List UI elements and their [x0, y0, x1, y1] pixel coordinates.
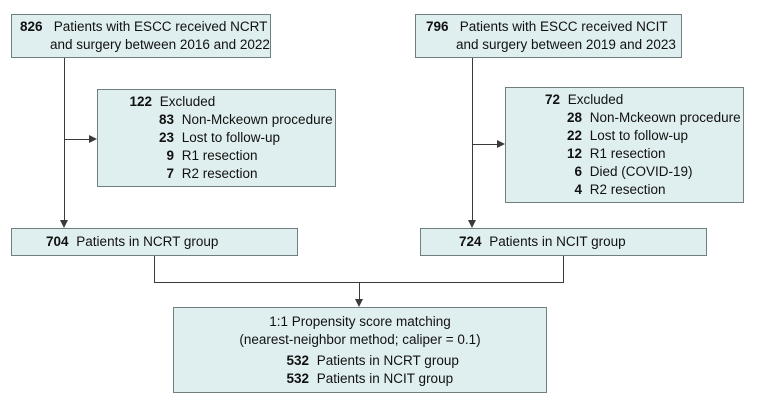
- ncit-arrow-down: [468, 220, 476, 228]
- ncrt-arrow-down: [60, 220, 68, 228]
- matching-arrow-down: [355, 299, 363, 307]
- ncit-main-connector: [472, 58, 473, 220]
- ncrt-group-label: Patients in NCRT group: [76, 234, 219, 249]
- ncit-excl-count-2: 22: [566, 128, 582, 143]
- ncit-source-box: 796 Patients with ESCC received NCIT and…: [415, 14, 682, 58]
- ncrt-source-box: 826 Patients with ESCC received NCRT and…: [11, 14, 271, 58]
- ncrt-excluded-label: Excluded: [159, 94, 216, 109]
- ncrt-excl-label-3: R1 resection: [181, 148, 258, 163]
- ncit-excluded-box: 72 Excluded 28 Non-Mckeown procedure 22 …: [505, 87, 744, 203]
- ncrt-excl-count-1: 83: [158, 112, 174, 127]
- ncrt-exclusion-arrow: [89, 135, 97, 143]
- ncit-exclusion-connector: [472, 144, 497, 145]
- ncrt-excl-count-4: 7: [166, 166, 174, 181]
- ncit-excl-label-4: Died (COVID-19): [589, 164, 693, 179]
- ncrt-source-count: 826: [20, 19, 43, 34]
- ncrt-source-line2: and surgery between 2016 and 2022: [50, 37, 270, 52]
- ncit-source-line2: and surgery between 2019 and 2023: [456, 37, 676, 52]
- ncit-excluded-count: 72: [544, 92, 560, 107]
- ncrt-excl-label-1: Non-Mckeown procedure: [181, 112, 333, 127]
- ncrt-excl-label-2: Lost to follow-up: [181, 130, 281, 145]
- ncit-excl-count-5: 4: [574, 182, 582, 197]
- ncrt-excluded-count: 122: [129, 94, 152, 109]
- matching-title: 1:1 Propensity score matching: [269, 314, 451, 329]
- matched-ncit-count: 532: [286, 371, 309, 386]
- ncrt-group-count: 704: [46, 234, 69, 249]
- ncit-group-box: 724 Patients in NCIT group: [420, 228, 707, 256]
- ncrt-excl-label-4: R2 resection: [181, 166, 258, 181]
- ncrt-exclusion-connector: [64, 139, 89, 140]
- ncit-source-line1: Patients with ESCC received NCIT: [459, 19, 668, 34]
- ncrt-excl-count-3: 9: [166, 148, 174, 163]
- ncit-excl-count-3: 12: [566, 146, 582, 161]
- ncit-excluded-label: Excluded: [567, 92, 624, 107]
- ncrt-source-line1: Patients with ESCC received NCRT: [53, 19, 268, 34]
- ncit-excl-count-1: 28: [566, 110, 582, 125]
- matching-subtitle: (nearest-neighbor method; caliper = 0.1): [239, 332, 481, 347]
- ncit-excl-label-5: R2 resection: [589, 182, 666, 197]
- ncit-exclusion-arrow: [497, 140, 505, 148]
- merge-stem: [359, 282, 360, 299]
- matched-ncit-label: Patients in NCIT group: [316, 371, 454, 386]
- matched-ncrt-count: 532: [286, 353, 309, 368]
- ncit-merge-drop: [563, 256, 564, 282]
- ncit-excl-count-4: 6: [574, 164, 582, 179]
- ncrt-excl-count-2: 23: [158, 130, 174, 145]
- ncit-excl-label-2: Lost to follow-up: [589, 128, 689, 143]
- ncit-excl-label-1: Non-Mckeown procedure: [589, 110, 741, 125]
- propensity-matching-box: 1:1 Propensity score matching (nearest-n…: [173, 307, 547, 393]
- ncit-source-count: 796: [426, 19, 449, 34]
- ncrt-group-box: 704 Patients in NCRT group: [11, 228, 298, 256]
- ncit-group-label: Patients in NCIT group: [489, 234, 626, 249]
- ncit-excl-label-3: R1 resection: [589, 146, 666, 161]
- ncit-group-count: 724: [459, 234, 482, 249]
- ncrt-excluded-box: 122 Excluded 83 Non-Mckeown procedure 23…: [97, 89, 336, 187]
- matched-ncrt-label: Patients in NCRT group: [316, 353, 459, 368]
- ncrt-merge-drop: [154, 256, 155, 282]
